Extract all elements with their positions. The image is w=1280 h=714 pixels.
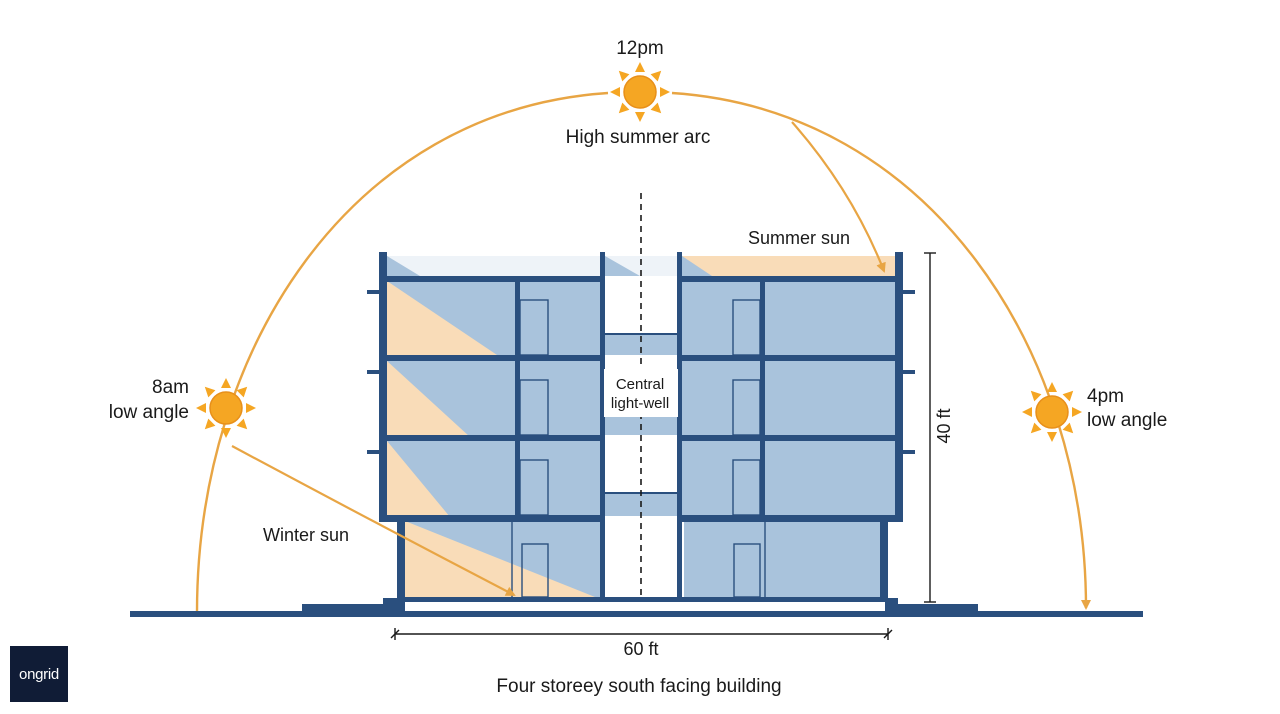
building bbox=[367, 252, 915, 602]
sun-icon bbox=[1021, 381, 1083, 443]
lightwell-label-line1: Central bbox=[616, 376, 664, 393]
height-dimension-label: 40 ft bbox=[934, 408, 954, 443]
winter-sun-label: Winter sun bbox=[263, 525, 349, 545]
sun-path-arc bbox=[195, 91, 1086, 612]
morning-caption-label: low angle bbox=[109, 402, 189, 423]
ground bbox=[130, 598, 1143, 617]
sun-icon bbox=[609, 61, 671, 123]
noon-caption-label: High summer arc bbox=[566, 127, 711, 148]
summer-sun-label: Summer sun bbox=[748, 228, 850, 248]
width-dimension-label: 60 ft bbox=[623, 639, 658, 659]
morning-time-label: 8am bbox=[152, 377, 189, 398]
diagram-caption: Four storeey south facing building bbox=[496, 676, 781, 697]
ongrid-logo: ongrid bbox=[10, 646, 68, 702]
height-dimension bbox=[924, 252, 936, 603]
summer-ray-arrow bbox=[791, 121, 886, 273]
afternoon-time-label: 4pm bbox=[1087, 386, 1124, 407]
sun-icon bbox=[195, 377, 257, 439]
winter-ray-arrow bbox=[231, 445, 516, 596]
lightwell-label-line2: light-well bbox=[611, 395, 669, 412]
noon-time-label: 12pm bbox=[616, 38, 664, 59]
width-dimension bbox=[390, 628, 893, 640]
afternoon-caption-label: low angle bbox=[1087, 410, 1167, 431]
